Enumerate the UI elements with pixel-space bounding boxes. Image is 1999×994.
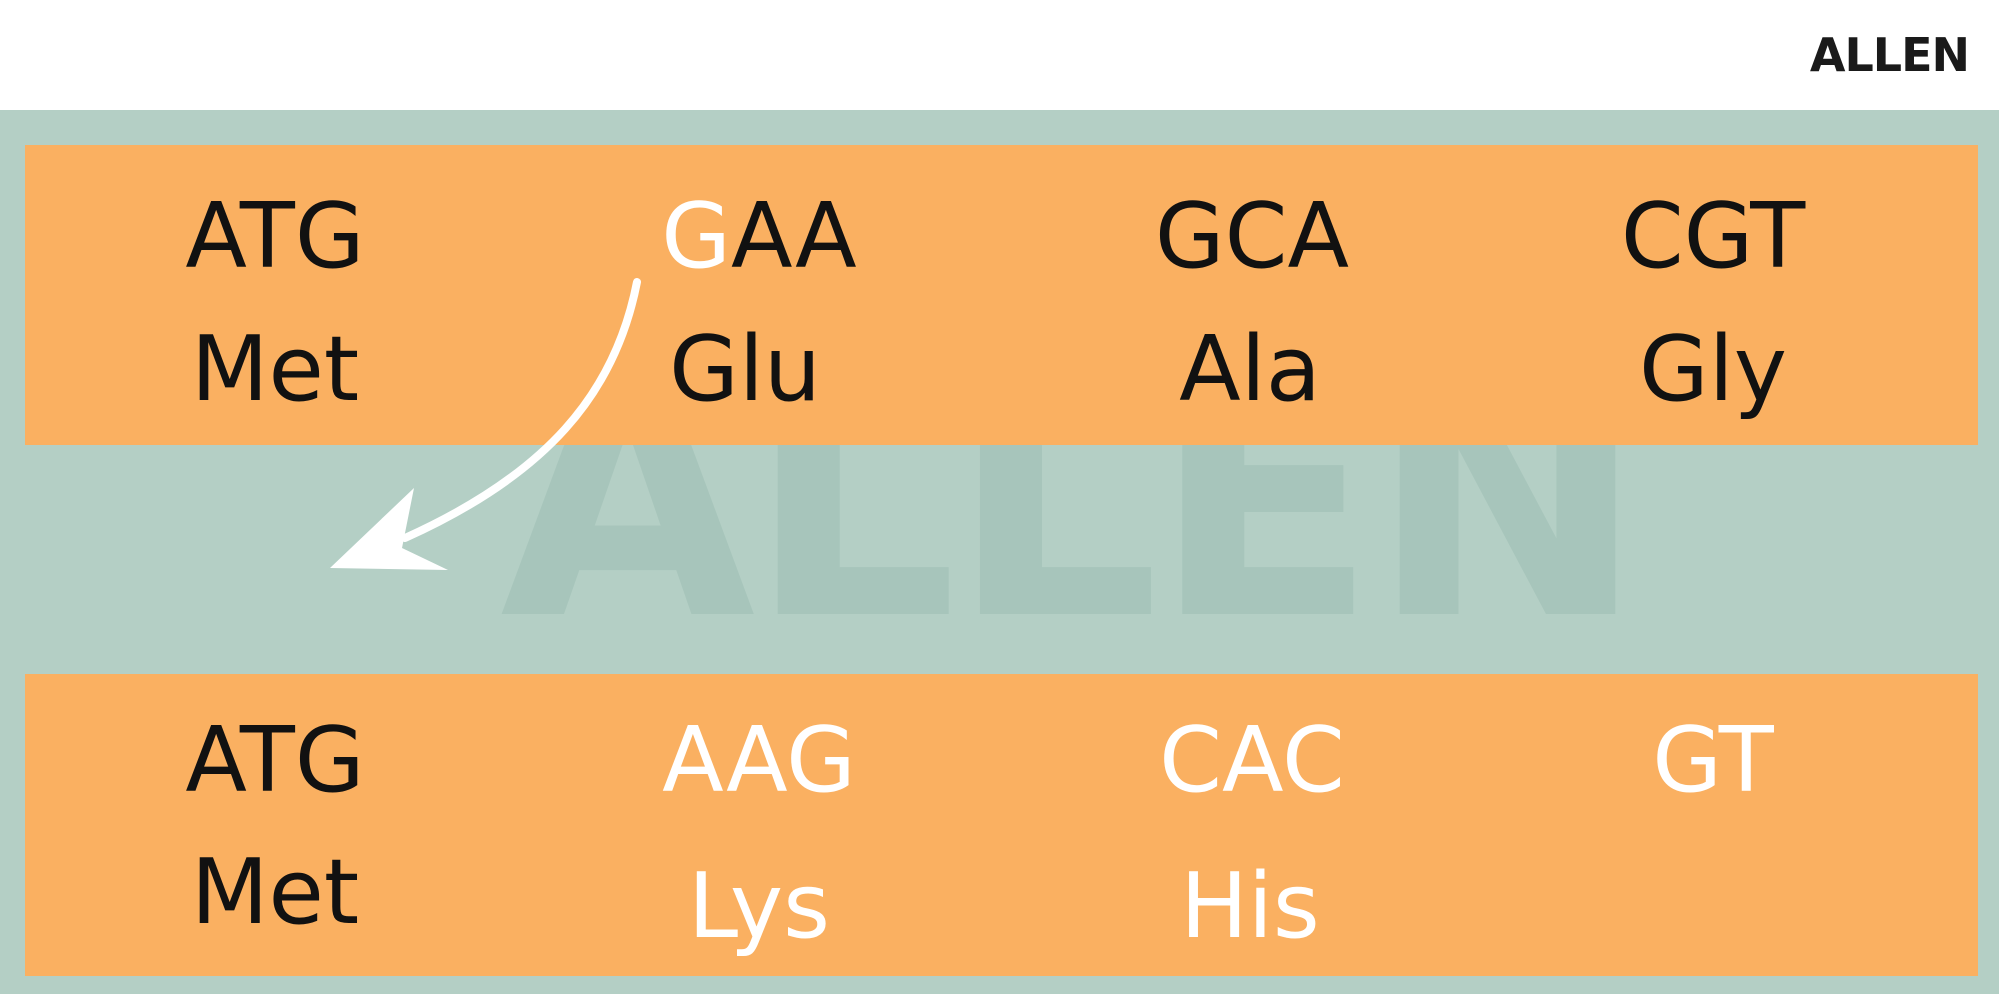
mutated-codon-1: ATG — [185, 708, 365, 813]
original-codon-1: ATG — [185, 184, 365, 289]
original-codon-4: CGT — [1620, 184, 1806, 289]
header-bar: ALLEN — [0, 0, 1999, 110]
original-codon-3: GCA — [1154, 184, 1350, 289]
deleted-base: G — [661, 184, 732, 289]
mutated-codon-4: GT — [1652, 708, 1774, 813]
mutated-amino-acid-3: His — [1180, 854, 1320, 959]
mutated-codon-3: CAC — [1159, 708, 1345, 813]
mutated-amino-acid-1: Met — [190, 840, 360, 945]
original-amino-acid-1: Met — [190, 317, 360, 422]
original-amino-acid-2: Glu — [669, 317, 821, 422]
original-sequence-band — [25, 145, 1978, 445]
mutated-amino-acid-2: Lys — [687, 854, 831, 959]
original-amino-acid-4: Gly — [1638, 317, 1787, 422]
mutated-sequence-band — [25, 674, 1978, 976]
mutated-codon-2: AAG — [662, 708, 856, 813]
original-codon-2: GAA — [609, 192, 909, 282]
original-amino-acid-3: Ala — [1179, 317, 1321, 422]
remaining-bases: AA — [731, 184, 857, 289]
brand-logo: ALLEN — [1809, 28, 1970, 82]
